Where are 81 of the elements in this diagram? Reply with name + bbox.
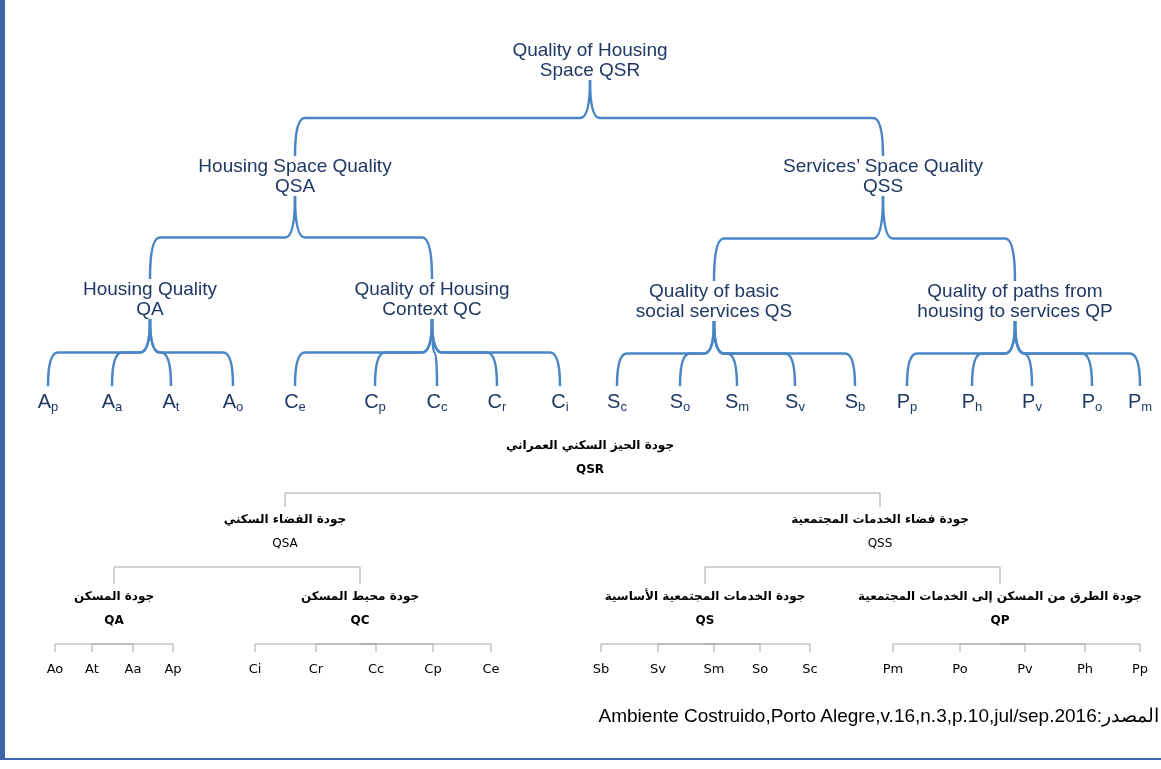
indicator-label: Sv (650, 661, 666, 676)
tree-connector (704, 643, 811, 653)
indicator-label: S$_{o}$ (669, 390, 691, 412)
indicator-label: S$_{b}$ (844, 390, 866, 412)
tree-connector (113, 643, 174, 653)
heading-text: Quality of Housing Space QSR (511, 40, 669, 80)
tree-connector (704, 566, 881, 585)
heading-text: Housing Quality QA (81, 279, 219, 319)
indicator-label: S$_{m}$ (724, 390, 750, 412)
node-text: QSR (574, 461, 606, 478)
indicator-label: P$_{m}$ (1127, 390, 1153, 412)
indicator-label: P$_{h}$ (961, 390, 983, 412)
heading-text: Services’ Space Quality QSS (782, 156, 984, 196)
tree-connector (284, 566, 361, 585)
node-text: QSS (866, 535, 894, 552)
indicator-label: A$_{t}$ (162, 390, 180, 412)
indicator-label: Aa (124, 661, 142, 676)
indicator-label: P$_{v}$ (1022, 390, 1042, 412)
indicator-label: Cr (308, 661, 324, 676)
indicator-label: Pp (1131, 661, 1149, 676)
tree-connector (589, 492, 881, 508)
brace-connector (712, 320, 857, 386)
tree-connector (113, 566, 286, 585)
indicator-label: Sc (802, 661, 818, 676)
indicator-label: S$_{c}$ (607, 390, 627, 412)
node-text: جودة الحيز السكني العمراني (505, 437, 675, 455)
tree-connector (284, 492, 591, 508)
indicator-label: A$_{a}$ (101, 390, 123, 412)
node-text: QP (989, 612, 1011, 629)
node-text: QS (694, 612, 716, 629)
tree-connector (959, 643, 1001, 653)
tree-connector (879, 566, 1001, 585)
brace-connector (430, 318, 562, 386)
node-text: QC (349, 612, 371, 629)
indicator-label: C$_{i}$ (551, 390, 569, 412)
brace-connector (588, 79, 885, 156)
heading-text: Quality of basic social services QS (634, 281, 794, 321)
indicator-label: So (751, 661, 769, 676)
node-text: QSA (271, 535, 299, 552)
indicator-label: A$_{p}$ (37, 390, 59, 412)
indicator-label: At (85, 661, 99, 676)
indicator-label: P$_{o}$ (1081, 390, 1103, 412)
node-text: جودة المسكن (73, 588, 155, 606)
source-citation: المصدر:Ambiente Costruido,Porto Alegre,v.16,n.3,p.10,jul/sep.2016 (598, 704, 1159, 729)
node-text: جودة فضاء الخدمات المجتمعية (791, 511, 969, 529)
tree-connector (999, 643, 1141, 653)
indicator-label: Sb (592, 661, 610, 676)
indicator-label: C$_{c}$ (426, 390, 448, 412)
indicator-label: Pv (1017, 661, 1033, 676)
tree-connector (315, 643, 361, 653)
indicator-label: Cp (424, 661, 442, 676)
tree-connector (91, 643, 115, 653)
indicator-label: C$_{p}$ (364, 390, 386, 412)
indicator-label: C$_{r}$ (487, 390, 507, 412)
indicator-label: S$_{v}$ (785, 390, 805, 412)
heading-text: Quality of paths from housing to services QP (916, 281, 1114, 321)
indicator-label: Ci (248, 661, 262, 676)
indicator-label: Cc (367, 661, 385, 676)
tree-connector (657, 643, 706, 653)
indicator-label: Po (952, 661, 968, 676)
indicator-label: Ph (1076, 661, 1094, 676)
node-text: جودة محيط المسكن (300, 588, 420, 606)
tree-connector (359, 643, 492, 653)
brace-connector (1013, 320, 1142, 386)
indicator-label: P$_{p}$ (896, 390, 918, 412)
indicator-label: C$_{e}$ (284, 390, 306, 412)
indicator-label: Ce (482, 661, 500, 676)
indicator-label: A$_{o}$ (222, 390, 244, 412)
brace-connector (881, 195, 1017, 281)
indicator-label: Pm (882, 661, 904, 676)
heading-text: Quality of Housing Context QC (353, 279, 511, 319)
node-text: QA (103, 612, 125, 629)
node-text: جودة الخدمات المجتمعية الأساسية (604, 587, 806, 606)
heading-text: Housing Space Quality QSA (197, 156, 393, 196)
indicator-label: Sm (703, 661, 725, 676)
node-text: جودة الطرق من المسكن إلى الخدمات المجتمعية (858, 588, 1142, 606)
brace-connector (148, 318, 235, 386)
brace-connector (293, 195, 434, 279)
indicator-label: Ao (46, 661, 64, 676)
node-text: جودة الفضاء السكني (223, 511, 347, 529)
indicator-label: Ap (164, 661, 182, 676)
